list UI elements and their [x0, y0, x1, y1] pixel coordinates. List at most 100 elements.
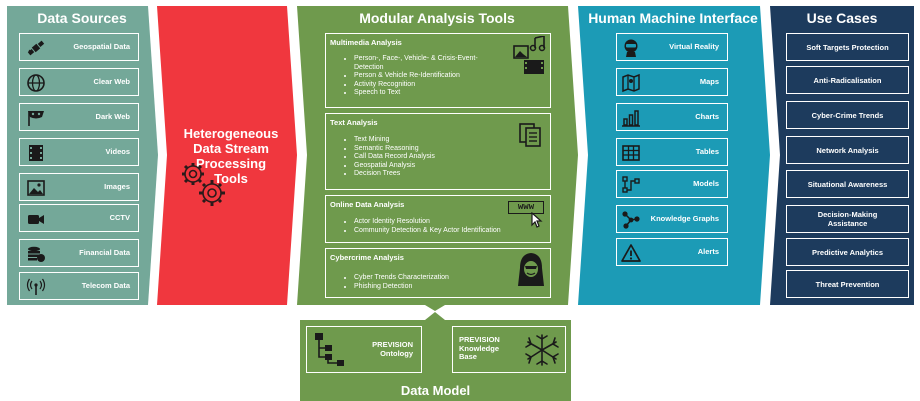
antenna-icon	[26, 278, 46, 295]
kb-line: Base	[459, 352, 477, 361]
hmi-virtual-reality[interactable]: Virtual Reality	[616, 33, 728, 61]
online-data-analysis-box: Online Data Analysis Actor Identity Reso…	[325, 195, 551, 243]
hmi-alerts[interactable]: Alerts	[616, 238, 728, 266]
use-case-item[interactable]: Soft Targets Protection	[786, 33, 909, 61]
text-analysis-box: Text Analysis Text Mining Semantic Reaso…	[325, 113, 551, 190]
module-item: Phishing Detection	[354, 283, 449, 292]
module-item: Speech to Text	[354, 89, 478, 98]
module-list: Actor Identity Resolution Community Dete…	[344, 218, 501, 235]
use-case-line: Soft Targets Protection	[806, 42, 889, 52]
kb-line: Knowledge	[459, 343, 500, 353]
vr-headset-icon	[624, 39, 638, 57]
modular-tools-panel	[297, 6, 578, 311]
module-item: Call Data Record Analysis	[354, 153, 435, 162]
use-case-item[interactable]: Threat Prevention	[786, 270, 909, 298]
use-case-label: Cyber-Crime Trends	[812, 111, 884, 120]
use-case-label: Predictive Analytics	[812, 248, 883, 257]
processing-panel	[157, 6, 297, 305]
module-item: Cyber Trends Characterization	[354, 274, 449, 283]
use-case-item[interactable]: Cyber-Crime Trends	[786, 101, 909, 129]
hmi-label: Charts	[695, 112, 719, 121]
hmi-tables[interactable]: Tables	[616, 138, 728, 166]
bar-chart-icon	[622, 110, 640, 127]
module-item: Geospatial Analysis	[354, 162, 435, 171]
satellite-icon	[27, 40, 45, 56]
source-clear-web[interactable]: Clear Web	[19, 68, 139, 96]
data-model-panel	[300, 312, 571, 401]
use-case-label: Threat Prevention	[816, 280, 880, 289]
multimedia-icon	[513, 36, 546, 74]
source-videos[interactable]: Videos	[19, 138, 139, 166]
module-item: Community Detection & Key Actor Identifi…	[354, 227, 501, 236]
use-case-item[interactable]: Anti-Radicalisation	[786, 66, 909, 94]
use-cases-panel	[770, 6, 914, 305]
use-case-item[interactable]: Predictive Analytics	[786, 238, 909, 266]
cursor-icon	[531, 212, 543, 228]
hmi-knowledge-graphs[interactable]: Knowledge Graphs	[616, 205, 728, 233]
module-item: Actor Identity Resolution	[354, 218, 501, 227]
source-telecom-data[interactable]: Telecom Data	[19, 272, 139, 300]
data-model-title: Data Model	[400, 383, 471, 398]
knowledge-base-box[interactable]: PREVISION Knowledge Base	[452, 326, 566, 373]
coins-icon	[28, 246, 45, 262]
use-case-line: Predictive Analytics	[811, 247, 883, 257]
module-title: Online Data Analysis	[330, 200, 405, 209]
use-case-item[interactable]: Situational Awareness	[786, 170, 909, 198]
hmi-maps[interactable]: Maps	[616, 68, 728, 96]
hmi-label: Alerts	[697, 247, 719, 256]
processing-line: Heterogeneous	[183, 126, 279, 141]
source-images[interactable]: Images	[19, 173, 139, 201]
www-icon: www	[508, 201, 544, 214]
processing-line: Data Stream	[193, 141, 269, 156]
source-financial-data[interactable]: Financial Data	[19, 239, 139, 267]
use-case-line: Decision-Making	[817, 210, 878, 219]
source-dark-web[interactable]: Dark Web	[19, 103, 139, 131]
module-title: Cybercrime Analysis	[330, 253, 404, 262]
hmi-label: Virtual Reality	[669, 42, 719, 51]
module-title: Text Analysis	[330, 118, 378, 127]
use-case-label: Anti-Radicalisation	[814, 76, 882, 85]
multimedia-analysis-box: Multimedia Analysis Person-, Face-, Vehi…	[325, 33, 551, 108]
source-label: Clear Web	[93, 77, 130, 86]
ontology-tree-icon	[315, 333, 344, 366]
processing-title: Heterogeneous Data Stream Processing Too…	[176, 126, 286, 186]
ontology-line: PREVISION	[372, 340, 413, 349]
data-sources-title: Data Sources	[37, 10, 127, 26]
module-list: Text Mining Semantic Reasoning Call Data…	[344, 136, 435, 179]
map-icon	[622, 73, 640, 93]
mask-icon	[28, 111, 44, 126]
use-case-line: Anti-Radicalisation	[813, 75, 882, 85]
cybercrime-analysis-box: Cybercrime Analysis Cyber Trends Charact…	[325, 248, 551, 298]
source-label: CCTV	[109, 213, 130, 222]
use-case-label: Situational Awareness	[808, 180, 888, 189]
model-icon	[622, 176, 640, 193]
processing-line: Processing	[195, 156, 267, 171]
knowledge-base-label: PREVISION Knowledge Base	[459, 335, 500, 362]
module-item: Person-, Face-, Vehicle- & Crisis-Event-	[354, 55, 478, 64]
graph-icon	[622, 211, 640, 229]
use-case-item[interactable]: Network Analysis	[786, 136, 909, 164]
table-icon	[622, 145, 640, 161]
hmi-panel	[578, 6, 770, 305]
source-label: Videos	[105, 147, 130, 156]
module-item: Activity Recognition	[354, 81, 478, 90]
film-icon	[29, 145, 43, 161]
source-geospatial-data[interactable]: Geospatial Data	[19, 33, 139, 61]
ontology-box[interactable]: PREVISION Ontology	[306, 326, 422, 373]
module-item: Person & Vehicle Re-Identification	[354, 72, 478, 81]
hmi-label: Tables	[695, 147, 719, 156]
knowledge-network-icon	[525, 334, 559, 366]
documents-icon	[519, 123, 541, 147]
modular-tools-title: Modular Analysis Tools	[359, 10, 515, 26]
hmi-charts[interactable]: Charts	[616, 103, 728, 131]
source-cctv[interactable]: CCTV	[19, 204, 139, 232]
gears-icon	[182, 163, 225, 206]
ontology-label: PREVISION Ontology	[365, 340, 413, 358]
hmi-label: Knowledge Graphs	[650, 214, 719, 223]
module-list: Cyber Trends Characterization Phishing D…	[344, 274, 449, 291]
hmi-models[interactable]: Models	[616, 170, 728, 198]
globe-icon	[27, 74, 45, 92]
